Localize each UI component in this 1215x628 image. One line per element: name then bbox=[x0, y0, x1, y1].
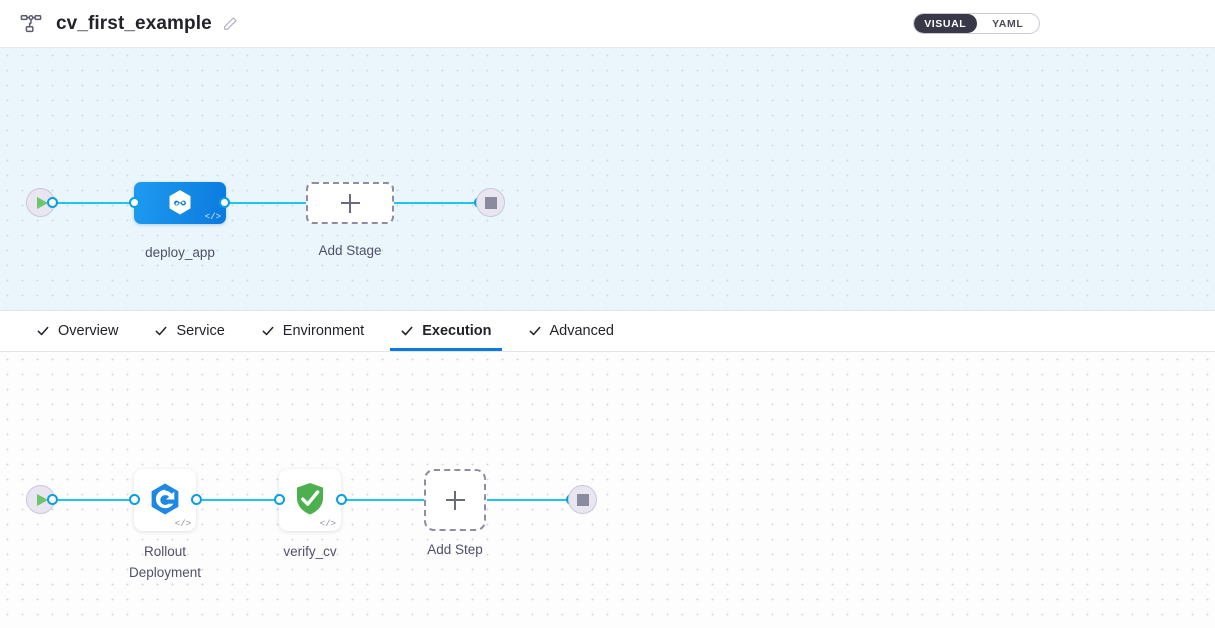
stage-config-tabbar[interactable]: Overview Service Environment Execution A… bbox=[0, 310, 1215, 352]
stop-icon bbox=[484, 196, 497, 209]
play-icon bbox=[36, 196, 48, 209]
check-icon bbox=[154, 324, 168, 338]
end-node[interactable] bbox=[476, 188, 505, 217]
execution-steps-canvas[interactable]: </> Rollout Deployment </> verify_cv Add… bbox=[0, 352, 1215, 628]
tab-label: Overview bbox=[58, 323, 119, 339]
tab-label: Advanced bbox=[549, 323, 615, 339]
step-code-badge: </> bbox=[174, 519, 191, 529]
add-stage-button[interactable] bbox=[306, 182, 394, 224]
check-icon bbox=[400, 324, 414, 338]
stage-node-label-deploy-app: deploy_app bbox=[145, 245, 215, 260]
rollout-output-port[interactable] bbox=[191, 494, 202, 505]
tab-service[interactable]: Service bbox=[136, 311, 242, 351]
stop-icon bbox=[576, 493, 589, 506]
step-label-rollout-deployment: Rollout Deployment bbox=[128, 544, 202, 580]
shield-check-icon bbox=[290, 479, 330, 519]
tab-execution[interactable]: Execution bbox=[382, 311, 509, 351]
pencil-edit-icon[interactable] bbox=[212, 16, 238, 32]
view-mode-toggle[interactable]: VISUAL YAML bbox=[913, 13, 1040, 34]
plus-icon bbox=[340, 193, 360, 213]
edge-start-to-rollout bbox=[52, 499, 138, 501]
page-title: cv_first_example bbox=[56, 12, 212, 34]
play-icon bbox=[36, 493, 48, 506]
pipeline-stage-canvas[interactable]: </> deploy_app Add Stage bbox=[0, 48, 1215, 310]
start-port[interactable] bbox=[47, 494, 58, 505]
rollout-input-port[interactable] bbox=[129, 494, 140, 505]
tab-environment[interactable]: Environment bbox=[243, 311, 382, 351]
start-port[interactable] bbox=[47, 197, 58, 208]
edge-add-stage-to-end bbox=[392, 202, 482, 204]
check-icon bbox=[528, 324, 542, 338]
edge-rollout-to-verify bbox=[197, 499, 283, 501]
mode-toggle-yaml[interactable]: YAML bbox=[992, 17, 1024, 30]
check-icon bbox=[261, 324, 275, 338]
add-stage-label: Add Stage bbox=[318, 243, 382, 258]
tab-label: Service bbox=[176, 323, 225, 339]
check-icon bbox=[36, 324, 50, 338]
tab-overview[interactable]: Overview bbox=[18, 311, 136, 351]
stage-node-deploy-app[interactable]: </> bbox=[134, 182, 226, 224]
stage-code-badge: </> bbox=[204, 212, 221, 222]
harness-hexagon-infinity-icon bbox=[165, 188, 195, 218]
deploy-app-output-port[interactable] bbox=[219, 197, 230, 208]
edge-verify-to-add-step bbox=[341, 499, 425, 501]
tab-advanced[interactable]: Advanced bbox=[510, 311, 633, 351]
mode-toggle-visual[interactable]: VISUAL bbox=[914, 14, 977, 33]
end-node[interactable] bbox=[568, 485, 597, 514]
edge-deploy-to-add-stage bbox=[224, 202, 310, 204]
verify-input-port[interactable] bbox=[274, 494, 285, 505]
step-node-verify-cv[interactable]: </> bbox=[279, 469, 341, 531]
pipeline-graph-icon bbox=[0, 13, 42, 35]
step-label-verify-cv: verify_cv bbox=[283, 544, 337, 559]
verify-output-port[interactable] bbox=[336, 494, 347, 505]
plus-icon bbox=[445, 490, 465, 510]
step-code-badge: </> bbox=[319, 519, 336, 529]
app-header: cv_first_example VISUAL YAML bbox=[0, 0, 1215, 48]
tab-label: Execution bbox=[422, 323, 492, 339]
add-step-button[interactable] bbox=[424, 469, 486, 531]
tab-label: Environment bbox=[282, 323, 365, 339]
edge-add-step-to-end bbox=[487, 499, 573, 501]
step-node-rollout-deployment[interactable]: </> bbox=[134, 469, 196, 531]
rollout-deployment-icon bbox=[145, 479, 185, 519]
add-step-label: Add Step bbox=[427, 542, 483, 557]
edge-start-to-deploy bbox=[52, 202, 136, 204]
deploy-app-input-port[interactable] bbox=[129, 197, 140, 208]
